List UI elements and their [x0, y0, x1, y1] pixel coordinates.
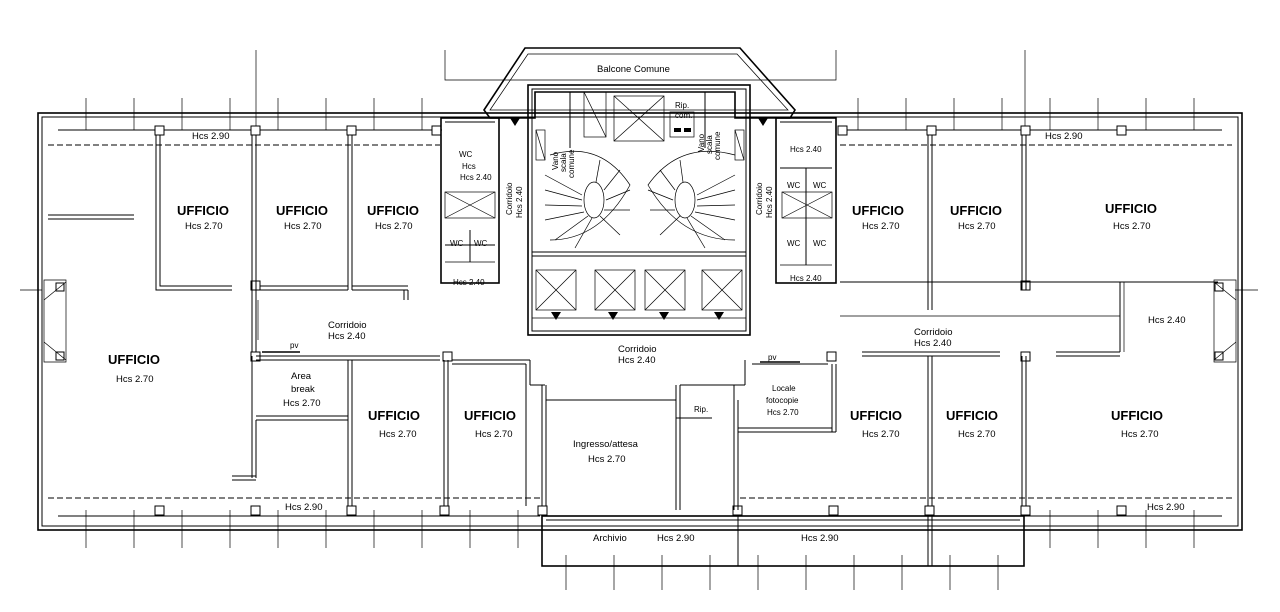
columns	[55, 125, 1224, 516]
locale-2: fotocopie	[766, 396, 799, 405]
area-break-2: break	[291, 384, 315, 395]
interior-walls-right	[840, 135, 1237, 506]
archivio-label: Archivio	[593, 533, 627, 544]
ufficio-9-hcs: Hcs 2.70	[862, 429, 900, 440]
hcs240-left-bottom: Hcs 2.40	[453, 278, 485, 287]
outer-walls	[37, 112, 1243, 531]
interior-walls-center	[440, 84, 837, 336]
wc-left-top-hcs2: Hcs 2.40	[460, 173, 492, 182]
wc-left-a: WC	[450, 239, 464, 248]
corridoio-left-hcs: Hcs 2.40	[328, 331, 366, 342]
room-labels: Balcone Comune Rip. com. Vano scala comu…	[108, 64, 1186, 544]
area-break-1: Area	[291, 371, 312, 382]
interior-walls-left	[43, 135, 531, 506]
corridoio-center-label: Corridoio	[618, 344, 657, 355]
ufficio-1-hcs: Hcs 2.70	[185, 221, 223, 232]
corridoio-left-vert-hcs: Hcs 2.40	[515, 186, 524, 218]
interior-walls-center-lower	[530, 360, 837, 510]
ufficio-5-hcs: Hcs 2.70	[958, 221, 996, 232]
wc-left-top: WC	[459, 150, 473, 159]
vano-left-2: scala	[559, 153, 568, 172]
corridoio-center-hcs: Hcs 2.40	[618, 355, 656, 366]
wc-left-b: WC	[474, 239, 488, 248]
ufficio-7-hcs: Hcs 2.70	[379, 429, 417, 440]
corridoio-right-vert: Corridoio	[755, 182, 764, 215]
wc-right-a: WC	[787, 181, 801, 190]
ufficio-10-hcs: Hcs 2.70	[958, 429, 996, 440]
vano-right-3: comune	[713, 131, 722, 160]
wc-right-c: WC	[787, 239, 801, 248]
corridoio-right-hcs: Hcs 2.40	[914, 338, 952, 349]
ufficio-11-hcs: Hcs 2.70	[1121, 429, 1159, 440]
vano-left-3: comune	[567, 149, 576, 178]
locale-hcs: Hcs 2.70	[767, 408, 799, 417]
ufficio-big-left-title: UFFICIO	[108, 352, 160, 367]
corridoio-left-label: Corridoio	[328, 320, 367, 331]
area-break-hcs: Hcs 2.70	[283, 398, 321, 409]
vano-right-2: scala	[705, 135, 714, 154]
archivio-hcs: Hcs 2.90	[657, 533, 695, 544]
ingresso-label: Ingresso/attesa	[573, 439, 639, 450]
hcs290-top-left: Hcs 2.90	[192, 131, 230, 142]
archive-annex	[541, 515, 1025, 567]
ufficio-big-left-hcs: Hcs 2.70	[116, 374, 154, 385]
hcs290-bottom-right: Hcs 2.90	[1147, 502, 1185, 513]
ufficio-4-hcs: Hcs 2.70	[862, 221, 900, 232]
ufficio-5-title: UFFICIO	[950, 203, 1002, 218]
locale-1: Locale	[772, 384, 796, 393]
ufficio-2-hcs: Hcs 2.70	[284, 221, 322, 232]
pv-right: pv	[768, 353, 776, 362]
ufficio-11-title: UFFICIO	[1111, 408, 1163, 423]
hcs240-right-bottom: Hcs 2.40	[790, 274, 822, 283]
wc-right-d: WC	[813, 239, 827, 248]
hcs240-right-top: Hcs 2.40	[790, 145, 822, 154]
corridoio-right-vert-hcs: Hcs 2.40	[765, 186, 774, 218]
entrance-arrows	[510, 118, 768, 320]
ufficio-6-hcs: Hcs 2.70	[1113, 221, 1151, 232]
ufficio-3-hcs: Hcs 2.70	[375, 221, 413, 232]
rip-com-label-2: com.	[675, 111, 692, 120]
ufficio-8-title: UFFICIO	[464, 408, 516, 423]
balcony-outline	[444, 47, 837, 119]
ufficio-1-title: UFFICIO	[177, 203, 229, 218]
ufficio-3-title: UFFICIO	[367, 203, 419, 218]
rip-com-label: Rip.	[675, 101, 689, 110]
wc-right-b: WC	[813, 181, 827, 190]
vano-left-1: Vano	[551, 151, 560, 170]
ufficio-2-title: UFFICIO	[276, 203, 328, 218]
hcs290-bottom-left: Hcs 2.90	[285, 502, 323, 513]
ufficio-9-title: UFFICIO	[850, 408, 902, 423]
ufficio-10-title: UFFICIO	[946, 408, 998, 423]
grid-lines	[20, 50, 1258, 590]
ufficio-6-title: UFFICIO	[1105, 201, 1157, 216]
wc-left-top-hcs1: Hcs	[462, 162, 476, 171]
vano-right-1: Vano	[697, 133, 706, 152]
corridoio-left-vert: Corridoio	[505, 182, 514, 215]
ufficio-7-title: UFFICIO	[368, 408, 420, 423]
ingresso-hcs: Hcs 2.70	[588, 454, 626, 465]
rip-label: Rip.	[694, 405, 708, 414]
corridoio-right-label: Corridoio	[914, 327, 953, 338]
ufficio-8-hcs: Hcs 2.70	[475, 429, 513, 440]
annex-right-hcs: Hcs 2.90	[801, 533, 839, 544]
balcone-label: Balcone Comune	[597, 64, 670, 75]
pv-left: pv	[290, 341, 298, 350]
hcs290-top-right: Hcs 2.90	[1045, 131, 1083, 142]
hcs240-right-room: Hcs 2.40	[1148, 315, 1186, 326]
ufficio-4-title: UFFICIO	[852, 203, 904, 218]
